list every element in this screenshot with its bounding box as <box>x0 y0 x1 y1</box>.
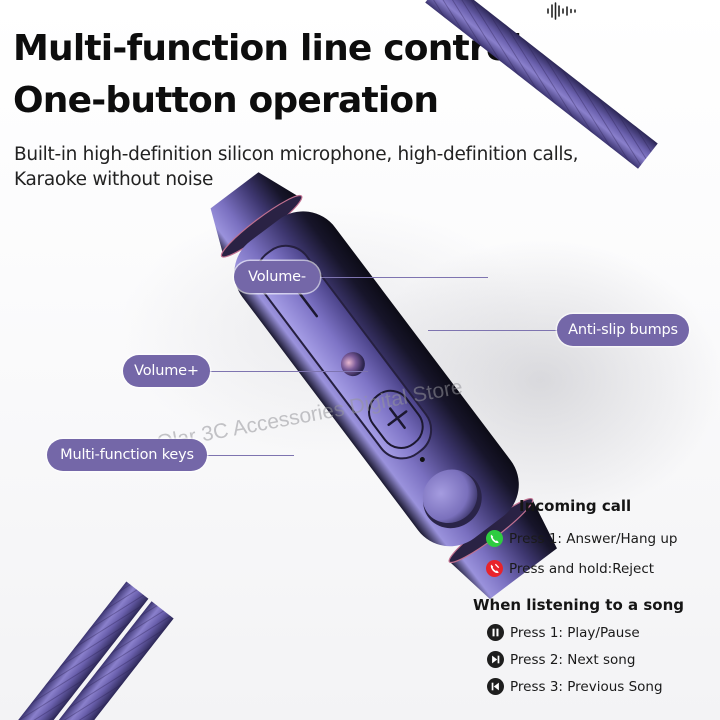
sound-wave-icon <box>547 2 576 20</box>
song-item-play-pause: Press 1: Play/Pause <box>487 624 640 641</box>
callout-line-multi-function <box>204 455 294 457</box>
song-item-text: Press 3: Previous Song <box>510 678 663 695</box>
callout-volume-plus: Volume+ <box>123 355 210 387</box>
incoming-call-item-text: Press 1: Answer/Hang up <box>509 530 678 547</box>
phone-answer-icon <box>486 530 503 547</box>
previous-track-icon <box>487 678 504 695</box>
song-item-text: Press 1: Play/Pause <box>510 624 640 641</box>
song-item-next: Press 2: Next song <box>487 651 635 668</box>
song-item-text: Press 2: Next song <box>510 651 636 668</box>
callout-multi-function-keys: Multi-function keys <box>47 439 207 471</box>
incoming-call-heading: Incoming call <box>519 497 632 515</box>
song-item-previous: Press 3: Previous Song <box>487 678 663 695</box>
callout-line-volume-minus <box>318 277 488 279</box>
play-pause-icon <box>487 624 504 641</box>
incoming-call-item-text: Press and hold:Reject <box>509 560 655 577</box>
incoming-call-item-reject: Press and hold:Reject <box>486 560 654 577</box>
page-title-line-1: Multi-function line control <box>13 28 522 69</box>
incoming-call-item-answer: Press 1: Answer/Hang up <box>486 530 678 547</box>
callout-anti-slip-bumps: Anti-slip bumps <box>557 314 689 346</box>
callout-volume-minus: Volume- <box>234 261 320 293</box>
phone-reject-icon <box>486 560 503 577</box>
next-track-icon <box>487 651 504 668</box>
callout-line-volume-plus <box>208 371 368 373</box>
page-title-line-2: One-button operation <box>13 80 439 121</box>
callout-line-anti-slip <box>428 330 558 332</box>
song-heading: When listening to a song <box>473 596 685 614</box>
page-subtitle: Built-in high-definition silicon microph… <box>14 144 579 190</box>
